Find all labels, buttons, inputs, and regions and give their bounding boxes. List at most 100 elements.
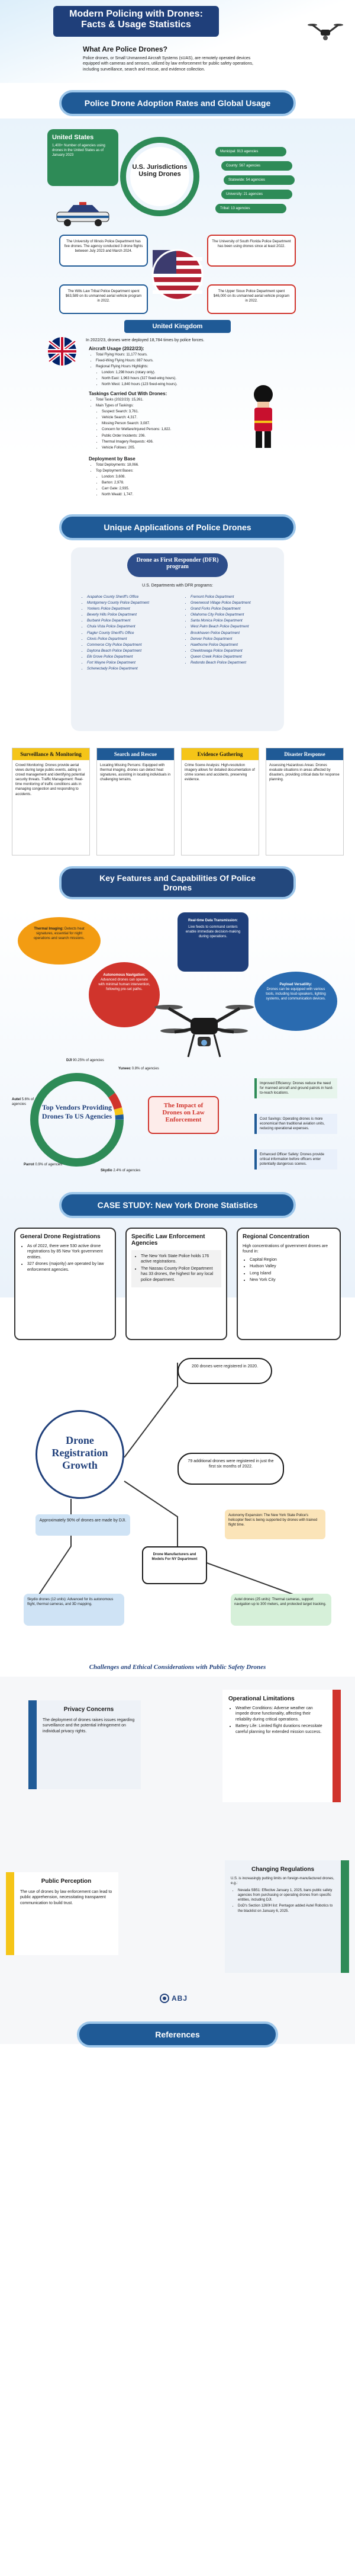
makers-autel: Autel drones (25 units): Thermal cameras… <box>231 1594 331 1626</box>
card-specific-list: The New York State Police holds 176 acti… <box>131 1250 221 1288</box>
region-item: New York City <box>250 1277 335 1283</box>
card-surveillance: Surveillance & Monitoring Crowd Monitori… <box>12 748 90 856</box>
brand-badge-icon <box>160 1994 169 2003</box>
aircraft-item: Regional Flying Hours Highlights: <box>96 364 225 369</box>
ops-list: Weather Conditions: Adverse weather can … <box>228 1706 327 1735</box>
dfr-department: West Palm Beach Police Department <box>191 624 288 629</box>
vendor-parrot: Parrot 0.9% of agencies <box>24 1162 62 1167</box>
section-adoption-title: Police Drone Adoption Rates and Global U… <box>84 98 271 108</box>
dfr-department: Elk Grove Police Department <box>87 655 185 659</box>
card-regional-intro: High concentrations of government drones… <box>243 1244 328 1254</box>
dfr-department: Beverly Hills Police Department <box>87 613 185 617</box>
fact-upper-sioux: The Upper Sioux Police Department spent … <box>207 284 296 314</box>
us-agency-stat: 1,400+ Number of agencies using drones i… <box>52 144 105 158</box>
us-panel: United States 1,400+ Number of agencies … <box>47 129 118 186</box>
drone-icon <box>308 24 343 40</box>
growth-title: Drone Registration Growth <box>36 1410 124 1499</box>
aircraft-list: Total Flying Hours: 11,177 hours. Fixed-… <box>89 353 225 387</box>
dfr-department: Cheektowaga Police Department <box>191 649 288 653</box>
deployment-title: Deployment by Base <box>89 456 135 462</box>
dfr-list-left: Arapahoe County Sheriff's Office Montgom… <box>80 595 185 672</box>
uk-intro: In 2022/23, drones were deployed 18,784 … <box>86 338 205 342</box>
dfr-department: Flagler County Sheriff's Office <box>87 631 185 636</box>
vendor-autel-name: Autel <box>12 1098 21 1101</box>
dfr-department: Oklahoma City Police Department <box>191 613 288 617</box>
card-search-rescue-text: Locating Missing Persons: Equipped with … <box>100 764 171 782</box>
feature-payload-title: Payload Versatility: <box>279 983 312 986</box>
dfr-panel <box>71 547 284 731</box>
feature-autonomous-title: Autonomous Navigation: <box>103 973 146 977</box>
privacy-title: Privacy Concerns <box>63 1706 114 1713</box>
dfr-department: Yonkers Police Department <box>87 607 185 611</box>
uk-title-box: United Kingdom <box>124 320 231 333</box>
tasking-item: Main Types of Taskings: <box>96 403 225 408</box>
section-case-study-title: CASE STUDY: New York Drone Statistics <box>97 1200 258 1210</box>
tasking-item: Suspect Search: 3,761. <box>102 409 225 414</box>
dfr-department: Arapahoe County Sheriff's Office <box>87 595 185 600</box>
card-regional-concentration: Regional Concentration High concentratio… <box>237 1228 341 1340</box>
tasking-item: Vehicle Search: 4,317. <box>102 415 225 420</box>
jurisdiction-statewide: Statewide: 54 agencies <box>224 175 295 185</box>
tasking-item: Thermal Imagery Requests: 436. <box>102 440 225 444</box>
vendor-autel-share: 5.6% of agencies <box>12 1098 34 1107</box>
card-regional-title: Regional Concentration <box>243 1233 309 1240</box>
card-general-title: General Drone Registrations <box>20 1233 101 1240</box>
privacy-card: Privacy Concerns The deployment of drone… <box>37 1700 141 1789</box>
taskings-title: Taskings Carried Out With Drones: <box>89 391 167 396</box>
vendors-pie-ring <box>30 1073 124 1167</box>
us-flag-globe-icon <box>151 249 204 301</box>
ops-item: Battery Life: Limited flight durations n… <box>235 1723 327 1735</box>
card-regional-list: Capital Region Hudson Valley Long Island… <box>243 1257 335 1283</box>
dfr-department: Clovis Police Department <box>87 637 185 642</box>
references-title: References <box>155 2030 200 2039</box>
card-search-rescue: Search and Rescue Locating Missing Perso… <box>96 748 175 856</box>
dfr-department: Commerce City Police Department <box>87 643 185 648</box>
makers-title: Drone Manufacturers and Models For NY De… <box>142 1546 207 1584</box>
dfr-department: Grand Forks Police Department <box>191 607 288 611</box>
regs-item: DoD's Section 1260H list: Pentagon added… <box>238 1904 335 1913</box>
dfr-department: Schenectady Police Department <box>87 667 185 671</box>
regs-intro: U.S. is increasingly putting limits on f… <box>231 1877 334 1886</box>
aircraft-usage-block: Aircraft Usage (2022/23): Total Flying H… <box>89 346 225 389</box>
quadcopter-drone-icon <box>154 1005 254 1058</box>
aircraft-item: North East: 1,963 hours (327 fixed-wing … <box>102 376 225 381</box>
dfr-department: Daytona Beach Police Department <box>87 649 185 653</box>
perception-title: Public Perception <box>41 1878 92 1885</box>
application-cards-row: Surveillance & Monitoring Crowd Monitori… <box>12 748 344 860</box>
vendor-yuneec-name: Yuneec <box>118 1067 131 1071</box>
regs-title: Changing Regulations <box>251 1866 315 1873</box>
section-case-study-heading: CASE STUDY: New York Drone Statistics <box>59 1192 296 1218</box>
perception-card: Public Perception The use of drones by l… <box>14 1872 118 1955</box>
dfr-subtitle: U.S. Departments with DFR programs: <box>142 584 213 588</box>
dfr-department: Fort Wayne Police Department <box>87 661 185 665</box>
ops-item: Weather Conditions: Adverse weather can … <box>235 1706 327 1722</box>
growth-connector-lines <box>35 1363 308 1600</box>
aircraft-title: Aircraft Usage (2022/23): <box>89 346 144 351</box>
vendor-autel: Autel 5.6% of agencies <box>12 1097 41 1107</box>
feature-realtime-text: Live feeds to command centers enable imm… <box>185 925 241 939</box>
title-line-1: Modern Policing with Drones: <box>69 9 203 19</box>
deployment-list: Total Deployments: 18,066. Top Deploymen… <box>89 463 225 498</box>
feature-autonomous: Autonomous Navigation: Advanced drones c… <box>89 962 160 1027</box>
vendor-parrot-share: 0.9% of agencies <box>35 1163 63 1167</box>
us-jurisdictions-ring <box>120 137 199 216</box>
fact-south-florida: The University of South Florida Police D… <box>207 235 296 267</box>
dfr-department: Redondo Beach Police Department <box>191 661 288 665</box>
dfr-list-right: Fremont Police Department Greenwood Vill… <box>183 595 288 667</box>
impact-title: The Impact of Drones on Law Enforcement <box>148 1096 219 1134</box>
dfr-department: Denver Police Department <box>191 637 288 642</box>
section-features-heading: Key Features and Capabilities Of Police … <box>59 866 296 899</box>
tasking-item: Total Tasks (2022/23): 15,261. <box>96 398 225 402</box>
ops-card: Operational Limitations Weather Conditio… <box>222 1690 333 1802</box>
card-disaster-text: Assessing Hazardous Areas: Drones evalua… <box>269 764 340 782</box>
title-box: Modern Policing with Drones: Facts & Usa… <box>53 6 219 37</box>
perception-text: The use of drones by law enforcement can… <box>20 1890 112 1905</box>
card-general-registrations: General Drone Registrations As of 2022, … <box>14 1228 116 1340</box>
card-evidence: Evidence Gathering Crime Scene Analysis:… <box>181 748 259 856</box>
aircraft-item: Fixed-Wing Flying Hours: 887 hours. <box>96 358 225 363</box>
vendor-skydio-share: 2.4% of agencies <box>113 1169 141 1172</box>
card-disaster-title: Disaster Response <box>266 748 343 760</box>
deployment-item: London: 3,608. <box>102 475 225 479</box>
regs-card: Changing Regulations U.S. is increasingl… <box>225 1860 341 1973</box>
region-item: Hudson Valley <box>250 1264 335 1269</box>
